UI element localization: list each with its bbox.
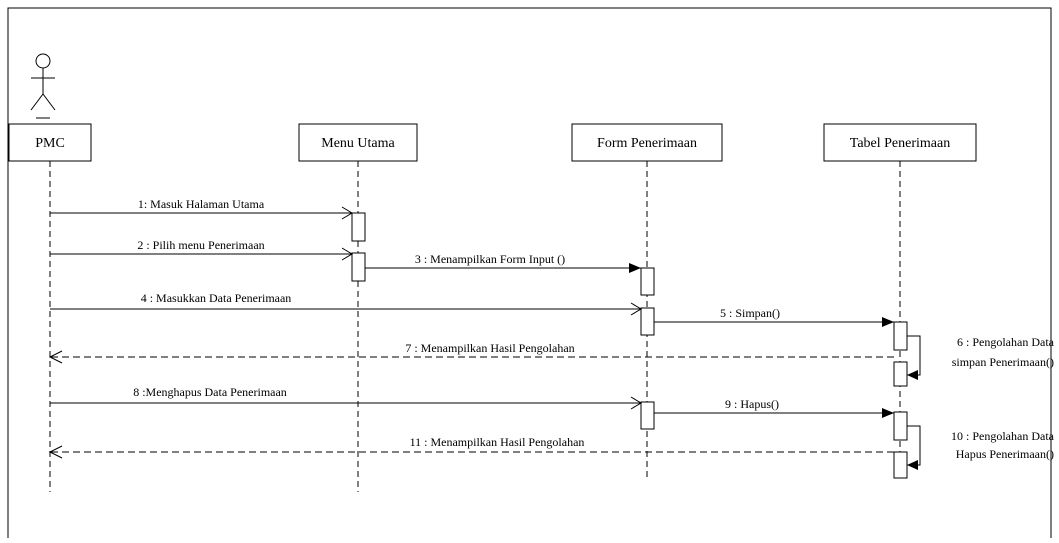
activation-tabel-2 [893,361,908,387]
message-label-10a: 10 : Pengolahan Data [951,429,1055,443]
lifeline-label-form-penerimaan: Form Penerimaan [597,136,697,151]
message-label-11: 11 : Menampilkan Hasil Pengolahan [410,435,585,449]
message-3: 3 : Menampilkan Form Input () [365,252,641,273]
message-2: 2 : Pilih menu Penerimaan [50,238,353,261]
message-9: 9 : Hapus() [654,397,894,418]
lifeline-label-menu-utama: Menu Utama [321,136,395,151]
lifeline-box-pmc [8,123,92,162]
message-7: 7 : Menampilkan Hasil Pengolahan [48,341,894,364]
message-label-4: 4 : Masukkan Data Penerimaan [141,291,292,305]
message-6: 6 : Pengolahan Data simpan Penerimaan() [907,335,1055,380]
message-label-3: 3 : Menampilkan Form Input () [415,252,565,266]
message-10: 10 : Pengolahan Data Hapus Penerimaan() [907,425,1055,470]
message-label-6a: 6 : Pengolahan Data [957,335,1055,349]
message-label-1: 1: Masuk Halaman Utama [138,197,265,211]
message-label-10b: Hapus Penerimaan() [956,447,1054,461]
diagram-frame [7,7,1052,543]
activation-menu-2 [351,252,366,282]
message-label-6b: simpan Penerimaan() [952,355,1054,369]
actor-icon [30,53,56,119]
activation-form-1 [640,267,655,296]
message-label-8: 8 :Menghapus Data Penerimaan [133,385,287,399]
lifeline-box-tabel-penerimaan [823,123,977,162]
message-8: 8 :Menghapus Data Penerimaan [50,385,642,410]
message-label-2: 2 : Pilih menu Penerimaan [137,238,264,252]
message-label-5: 5 : Simpan() [720,306,780,320]
message-1: 1: Masuk Halaman Utama [50,197,353,220]
message-5: 5 : Simpan() [654,306,894,327]
lifeline-box-form-penerimaan [571,123,723,162]
activation-tabel-4 [893,451,908,479]
activation-tabel-3 [893,411,908,441]
message-11: 11 : Menampilkan Hasil Pengolahan [48,435,894,459]
activation-tabel-1 [893,321,908,351]
activation-form-2 [640,307,655,336]
activation-menu-1 [351,212,366,242]
message-label-9: 9 : Hapus() [725,397,779,411]
message-4: 4 : Masukkan Data Penerimaan [50,291,642,316]
message-label-7: 7 : Menampilkan Hasil Pengolahan [405,341,574,355]
activation-form-3 [640,401,655,430]
lifeline-label-tabel-penerimaan: Tabel Penerimaan [850,136,950,151]
lifeline-label-pmc: PMC [35,136,65,151]
